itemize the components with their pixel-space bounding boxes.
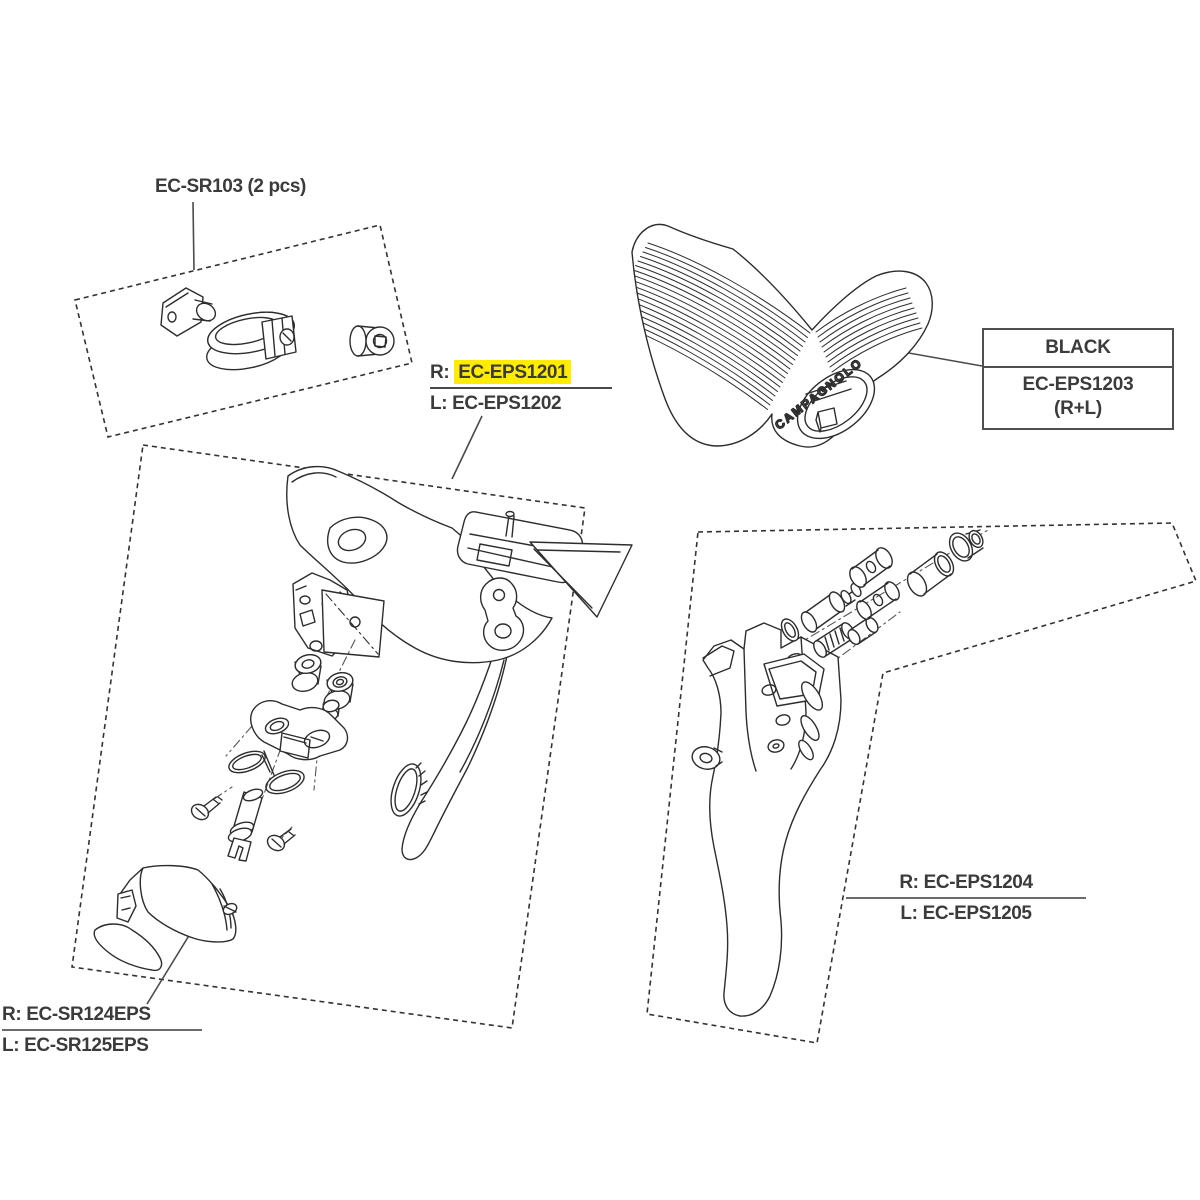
callout-sr103-label: EC-SR103 (2 pcs) [155, 176, 306, 197]
part-side-prefix: R: [899, 872, 919, 893]
shifter-body-drawing [93, 465, 633, 972]
brake-lever-drawing [691, 529, 989, 1017]
callout-sr124: R:EC-SR124EPS L:EC-SR125EPS [2, 1003, 202, 1058]
part-number: EC-EPS1202 [452, 393, 562, 414]
part-number: EC-EPS1203 [1022, 374, 1134, 395]
part-number: EC-SR125EPS [24, 1035, 149, 1056]
callout-eps1204: R:EC-EPS1204 L:EC-EPS1205 [846, 871, 1086, 926]
hood-cover-drawing: CAMPAGNOLO [631, 223, 933, 448]
sr103-parts-drawing [160, 287, 395, 371]
part-number: EC-EPS1204 [923, 872, 1033, 893]
callout-eps1204-right-line: R:EC-EPS1204 [846, 871, 1086, 899]
callout-eps1203-box: BLACK EC-EPS1203 (R+L) [982, 328, 1174, 430]
part-side-prefix: L: [430, 393, 448, 414]
callout-sr124-right-line: R:EC-SR124EPS [2, 1003, 202, 1031]
leader-sr103 [192, 201, 195, 271]
callout-eps1201-right-line: R:EC-EPS1201 [430, 360, 612, 389]
part-number: EC-EPS1205 [922, 903, 1032, 924]
callout-eps1201-left-line: L:EC-EPS1202 [430, 389, 612, 416]
part-side-prefix: L: [900, 903, 918, 924]
group-box-body [71, 444, 586, 1029]
part-side-prefix: R: [430, 362, 450, 383]
callout-sr124-left-line: L:EC-SR125EPS [2, 1031, 202, 1058]
part-variant: (R+L) [1053, 398, 1103, 419]
part-side-prefix: R: [2, 1004, 22, 1025]
leader-lines [146, 201, 983, 1005]
leader-sr124 [146, 928, 194, 1005]
color-variant-label: BLACK [984, 330, 1172, 368]
group-box-sr103 [74, 224, 413, 438]
highlighted-part-number: EC-EPS1201 [454, 360, 572, 384]
leader-eps1201 [451, 415, 483, 480]
callout-eps1201: R:EC-EPS1201 L:EC-EPS1202 [430, 360, 612, 416]
callout-eps1204-left-line: L:EC-EPS1205 [846, 899, 1086, 926]
callout-eps1203-code-cell: EC-EPS1203 (R+L) [984, 368, 1172, 428]
part-side-prefix: L: [2, 1035, 20, 1056]
part-number: EC-SR124EPS [26, 1004, 151, 1025]
dashed-group-boxes [71, 224, 1198, 1044]
